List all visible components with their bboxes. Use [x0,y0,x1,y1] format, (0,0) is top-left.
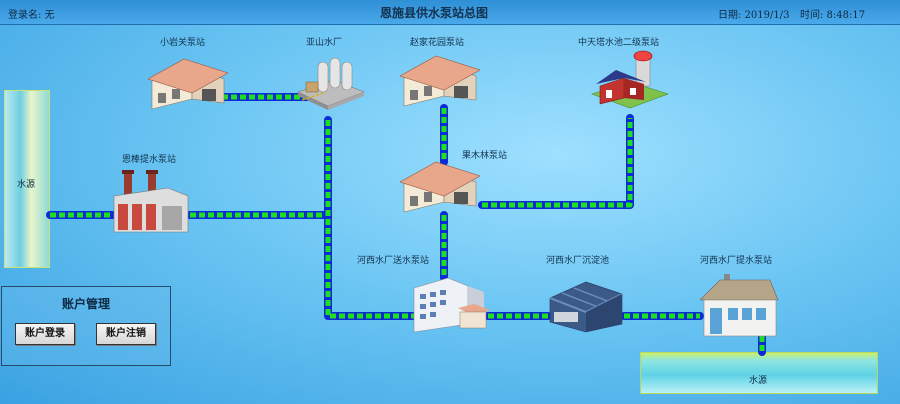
login-status: 登录名: 无 [8,10,55,21]
label-xiaoyanguan: 小岩关泵站 [160,38,206,48]
station-zhongtianta[interactable] [590,48,670,110]
label-hexi-send: 河西水厂送水泵站 [357,256,430,266]
label-guomulin: 果木林泵站 [462,151,508,161]
account-panel: 账户管理 账户登录 账户注销 [1,286,171,366]
label-waterworks-top: 亚山水厂 [306,38,343,48]
station-siwei[interactable] [110,168,192,234]
station-hexi-sediment[interactable] [546,272,626,334]
label-zhaojia: 赵家花园泵站 [410,38,465,48]
label-siwei: 恩棒提水泵站 [122,155,177,165]
station-guomulin[interactable] [400,158,480,213]
station-hexi-lift[interactable] [700,270,780,338]
label-hexi-lift: 河西水厂提水泵站 [700,256,773,266]
account-panel-title: 账户管理 [61,297,110,311]
label-hexi-sediment: 河西水厂沉淀池 [546,256,610,266]
label-zhongtianta: 中天塔水池二级泵站 [578,38,660,48]
station-zhaojia[interactable] [400,52,480,107]
water-source-bottom-label: 水源 [749,376,768,386]
time-display: 时间: 8:48:17 [800,10,866,21]
account-login-button[interactable]: 账户登录 [15,323,75,345]
pipe-main-vertical [324,116,422,320]
station-xiaoyanguan[interactable] [148,55,228,110]
station-hexi-send[interactable] [408,274,490,334]
top-bar: 登录名: 无 恩施县供水泵站总图 日期: 2019/1/3 时间: 8:48:1… [0,0,900,25]
water-source-bottom: 水源 [640,352,878,394]
account-logout-button[interactable]: 账户注销 [96,323,156,345]
water-source-left-label: 水源 [17,180,36,190]
pipe-guomulin-to-zhongtianta [478,114,634,209]
page-title: 恩施县供水泵站总图 [380,6,489,20]
station-waterworks-top[interactable] [296,48,366,110]
water-source-left: 水源 [4,90,50,268]
date-display: 日期: 2019/1/3 [718,10,790,21]
